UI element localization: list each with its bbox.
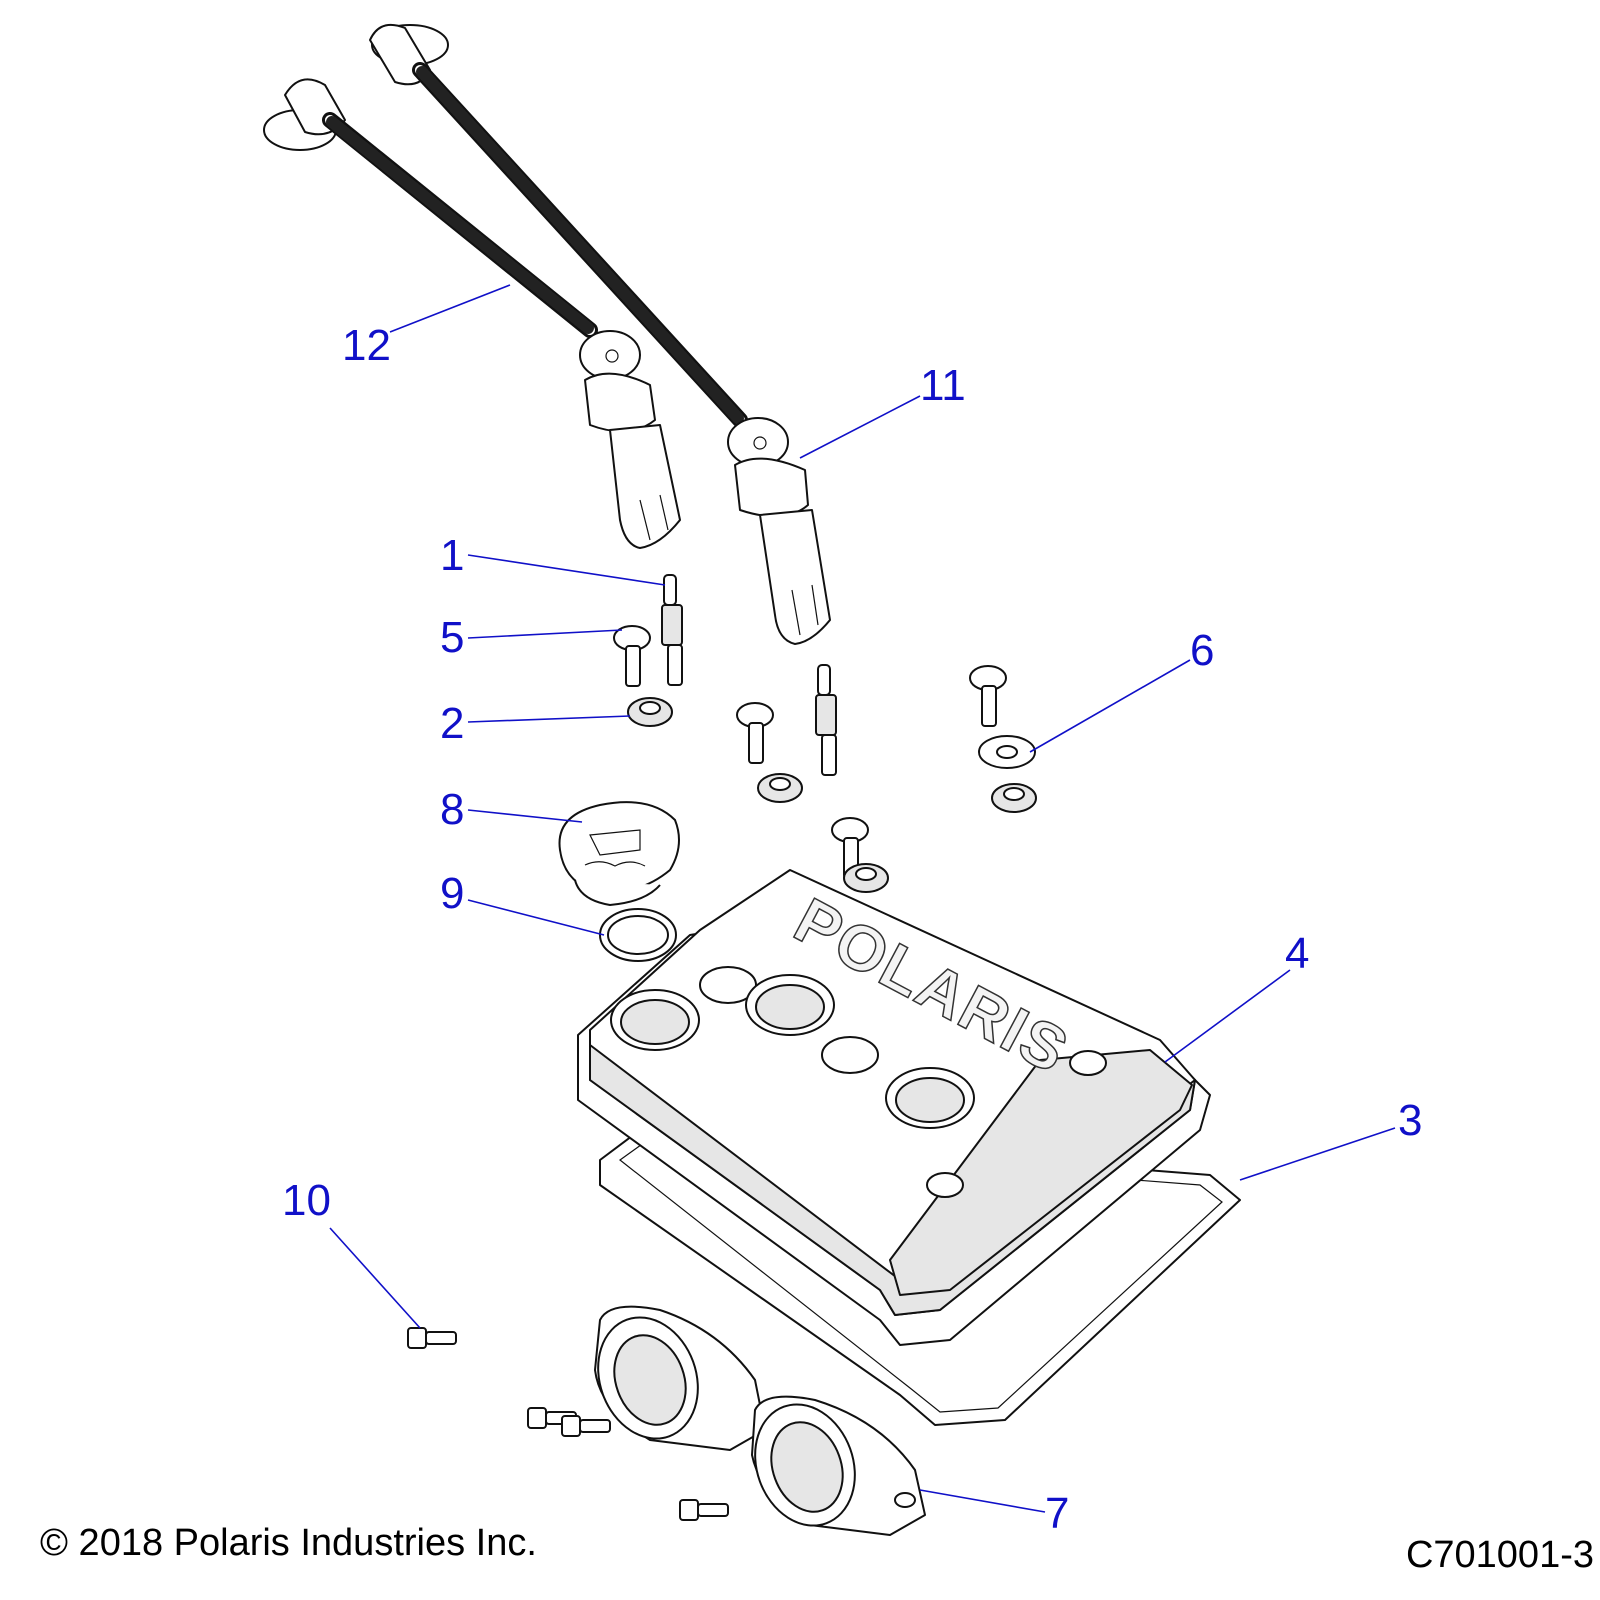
- bolt-10-d: [679, 1499, 729, 1521]
- diagram-code: C701001-3: [1405, 1534, 1594, 1576]
- leader-6: [1029, 659, 1191, 753]
- leader-5: [467, 629, 623, 639]
- grommet-2-c: [991, 783, 1037, 813]
- callout-11: 11: [920, 361, 966, 410]
- oil-fill-cap-8: [558, 801, 680, 906]
- leader-7: [919, 1489, 1046, 1513]
- bolt-5-d: [831, 817, 869, 879]
- callout-2: 2: [440, 699, 464, 748]
- bolt-5-a: [613, 625, 651, 687]
- bolt-10-a: [407, 1327, 457, 1349]
- bolt-5-b: [736, 702, 774, 764]
- callout-8: 8: [440, 785, 464, 834]
- leader-lines: [329, 284, 1396, 1513]
- leader-2: [467, 715, 631, 723]
- grommet-2-b: [757, 773, 803, 803]
- leader-12: [389, 284, 511, 333]
- grommet-2-a: [627, 697, 673, 727]
- callout-10: 10: [282, 1176, 331, 1225]
- leader-8: [467, 809, 583, 823]
- bolt-10-c: [561, 1415, 611, 1437]
- spark-plug-right: [815, 664, 837, 776]
- callout-9: 9: [440, 869, 464, 918]
- spark-plug-wire-11: [369, 24, 831, 645]
- callout-1: 1: [440, 531, 464, 580]
- spark-plug-wire-12: [263, 78, 681, 549]
- leader-10: [329, 1227, 421, 1329]
- washer-6: [978, 735, 1036, 769]
- o-ring-9: [599, 908, 677, 962]
- callout-numbers: 1 2 3 4 5 6 7 8 9 10 11 12: [282, 321, 1422, 1538]
- callout-3: 3: [1398, 1096, 1422, 1145]
- leader-3: [1239, 1127, 1396, 1181]
- leader-9: [467, 899, 605, 936]
- callout-6: 6: [1190, 626, 1214, 675]
- callout-4: 4: [1285, 929, 1309, 978]
- callout-5: 5: [440, 613, 464, 662]
- leader-1: [467, 554, 666, 586]
- leader-4: [1164, 969, 1291, 1063]
- grommet-2-d: [843, 863, 889, 893]
- leader-11: [799, 395, 921, 459]
- spark-plug-left: [661, 574, 683, 686]
- callout-12: 12: [342, 321, 391, 370]
- intake-boot-7-a: [594, 1305, 766, 1451]
- bolt-5-c: [969, 665, 1007, 727]
- intake-boot-7-b: [751, 1395, 926, 1536]
- copyright-notice: © 2018 Polaris Industries Inc.: [40, 1522, 537, 1564]
- callout-7: 7: [1045, 1489, 1069, 1538]
